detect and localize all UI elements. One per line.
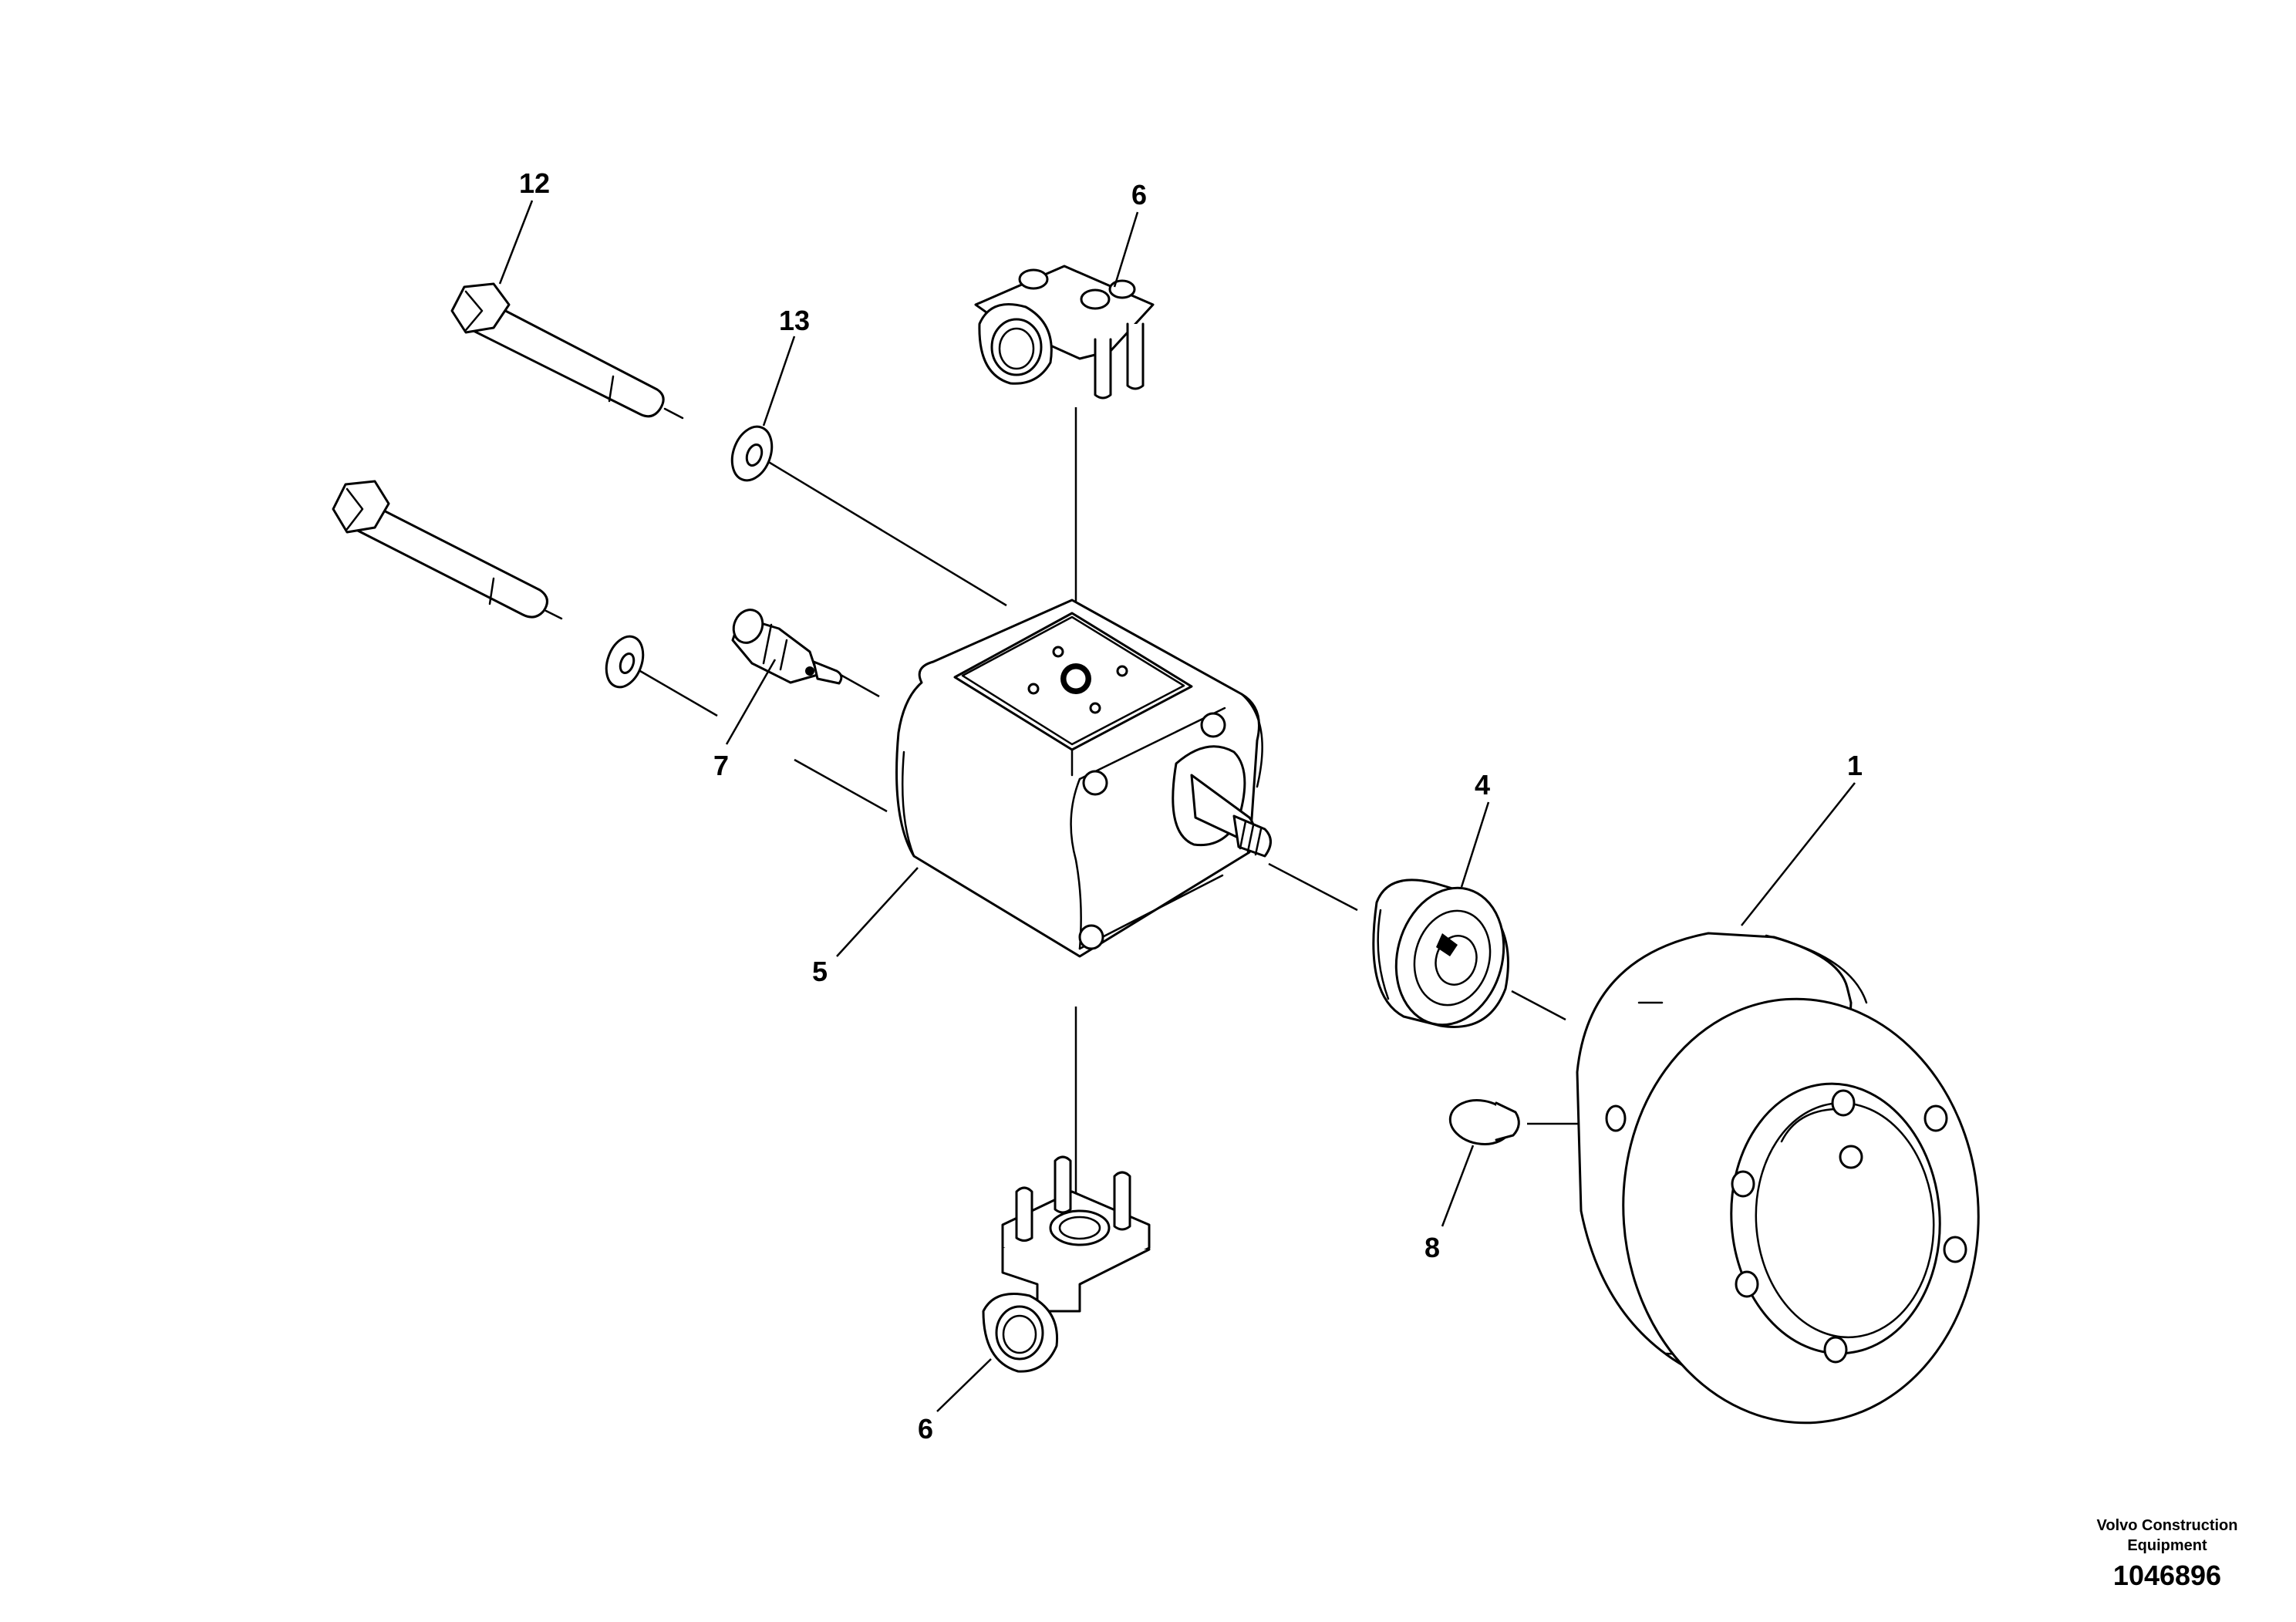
coupling — [1372, 878, 1509, 1028]
caption-company-line1: Volvo Construction — [2097, 1517, 2238, 1534]
washer-lower — [605, 635, 645, 689]
callout-4: 4 — [1475, 769, 1490, 801]
figure-caption: Volvo Construction Equipment 1046896 — [2097, 1517, 2238, 1591]
callout-6-top: 6 — [1131, 179, 1147, 211]
callout-5: 5 — [812, 956, 828, 987]
flange-housing — [1576, 932, 1980, 1425]
bolt-upper — [450, 282, 684, 420]
washer-upper — [730, 425, 774, 482]
callout-leaders — [498, 200, 1856, 1412]
callout-7: 7 — [713, 750, 729, 781]
callout-6-bottom: 6 — [918, 1413, 933, 1445]
callout-13: 13 — [779, 305, 810, 336]
gearbox-housing — [895, 599, 1272, 958]
callout-8: 8 — [1424, 1232, 1440, 1263]
callout-labels: 12 13 6 7 5 4 1 8 6 — [519, 167, 1863, 1445]
bolt-lower — [332, 480, 563, 620]
caption-figure-number: 1046896 — [2113, 1560, 2221, 1591]
flange-clamp-top — [974, 265, 1155, 400]
caption-company-line2: Equipment — [2127, 1537, 2207, 1554]
fitting-nipple — [731, 609, 843, 685]
callout-12: 12 — [519, 167, 550, 199]
plug — [1448, 1099, 1520, 1145]
flange-clamp-bottom — [982, 1155, 1151, 1373]
callout-1: 1 — [1847, 750, 1863, 781]
assembly-lines — [639, 407, 1829, 1211]
